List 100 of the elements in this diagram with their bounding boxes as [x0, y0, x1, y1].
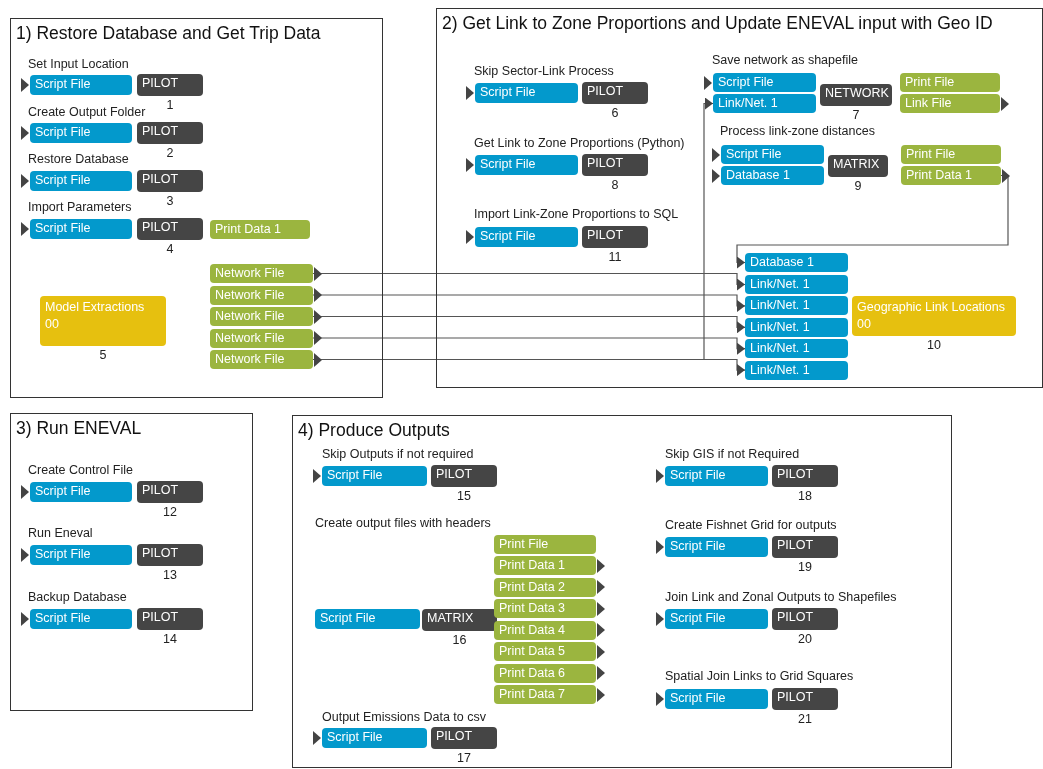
input-file-box: Script File — [713, 73, 816, 92]
data-box — [852, 296, 1016, 336]
step-number: 13 — [162, 568, 178, 582]
input-file-box: Link/Net. 1 — [745, 339, 848, 359]
input-file-box: Script File — [30, 609, 132, 629]
node-label: Print Data 1 — [499, 558, 566, 572]
output-file-box: Print Data 1 — [210, 220, 310, 239]
node-label: Print File — [905, 75, 955, 89]
output-file-box: Print File — [494, 535, 596, 554]
step-label: Run Eneval — [28, 526, 93, 540]
input-file-box: Script File — [665, 689, 768, 709]
input-file-box: Script File — [30, 219, 132, 239]
program-box: PILOT — [772, 688, 838, 710]
node-label: Script File — [718, 75, 774, 89]
step-label: Skip GIS if not Required — [665, 447, 800, 461]
step-label: Create Fishnet Grid for outputs — [665, 518, 837, 532]
output-file-box: Print Data 7 — [494, 685, 596, 704]
program-box: PILOT — [137, 122, 203, 144]
input-file-box: Script File — [721, 145, 824, 164]
input-file-box: Script File — [665, 609, 768, 629]
step-number: 3 — [165, 194, 175, 208]
output-file-box: Print Data 4 — [494, 620, 596, 640]
group-panel — [292, 415, 952, 768]
input-file-box: Link/Net. 1 — [745, 360, 848, 380]
step-number: 21 — [797, 712, 813, 726]
input-file-box: Script File — [30, 171, 132, 191]
step-label: Import Parameters — [28, 200, 132, 214]
group-panel — [10, 18, 383, 398]
node-label: Script File — [726, 147, 782, 161]
box-text: Geographic Link Locations — [857, 300, 1006, 315]
program-box: PILOT — [137, 481, 203, 503]
program-box: PILOT — [431, 465, 497, 487]
data-box — [40, 296, 166, 346]
node-label: Link/Net. 1 — [718, 96, 778, 110]
node-label: Print File — [499, 537, 549, 551]
output-file-box: Network File — [210, 285, 313, 305]
step-number: 16 — [451, 633, 468, 647]
box-text: Model Extractions — [45, 300, 146, 315]
input-file-box: Link/Net. 1 — [745, 317, 848, 337]
group-panel — [436, 8, 1043, 388]
node-label: Network File — [215, 352, 285, 366]
node-label: Network File — [215, 330, 285, 345]
program-box: PILOT — [582, 82, 648, 104]
node-label: Print Data 6 — [499, 665, 566, 680]
input-file-box: Script File — [475, 227, 578, 247]
panel-title: 3) Run ENEVAL — [16, 418, 142, 439]
program-box: MATRIX — [422, 609, 497, 631]
step-number: 4 — [165, 242, 175, 256]
node-label: Database 1 — [726, 168, 790, 182]
node-label: Print File — [906, 147, 956, 161]
program-box: PILOT — [582, 226, 648, 248]
step-label: Set Input Location — [28, 57, 129, 71]
node-label: Network File — [215, 309, 285, 323]
input-file-box: Link/Net. 1 — [745, 296, 848, 316]
node-label: Print Data 4 — [499, 622, 566, 637]
input-file-box: Database 1 — [745, 253, 848, 272]
node-label: Print Data 7 — [499, 687, 566, 701]
program-box: PILOT — [137, 544, 203, 566]
step-number: 12 — [162, 505, 178, 519]
step-label: Save network as shapefile — [712, 53, 858, 67]
step-label: Create Control File — [28, 463, 133, 477]
step-label: Import Link-Zone Proportions to SQL — [474, 207, 679, 221]
program-box: PILOT — [137, 608, 203, 630]
node-label: Link/Net. 1 — [750, 277, 810, 291]
step-label: Join Link and Zonal Outputs to Shapefiles — [665, 590, 897, 604]
input-file-box: Script File — [475, 83, 578, 103]
step-number: 8 — [610, 178, 620, 192]
program-box: PILOT — [772, 536, 838, 558]
input-file-box: Script File — [322, 728, 427, 748]
node-label: Link/Net. 1 — [750, 319, 810, 334]
step-number: 10 — [926, 338, 942, 352]
program-box: MATRIX — [828, 155, 888, 177]
step-number: 15 — [456, 489, 472, 503]
output-file-box: Print File — [900, 73, 1000, 92]
step-label: Skip Outputs if not required — [322, 447, 474, 461]
step-number: 18 — [797, 489, 813, 503]
step-number: 5 — [98, 348, 108, 362]
output-file-box: Print Data 1 — [901, 166, 1001, 185]
program-box: PILOT — [431, 727, 497, 749]
program-box: PILOT — [137, 218, 203, 240]
output-file-box: Network File — [210, 350, 313, 369]
input-file-box: Script File — [322, 466, 427, 486]
output-file-box: Print Data 2 — [494, 577, 596, 597]
output-file-box: Network File — [210, 307, 313, 326]
step-label: Restore Database — [28, 152, 129, 166]
program-box: PILOT — [772, 608, 838, 630]
node-label: Link/Net. 1 — [750, 341, 810, 356]
input-file-box: Script File — [30, 545, 132, 565]
panel-title: 4) Produce Outputs — [298, 420, 450, 441]
node-label: Link File — [905, 96, 952, 110]
input-file-box: Link/Net. 1 — [713, 94, 816, 113]
step-label: Skip Sector-Link Process — [474, 64, 614, 78]
panel-title: 1) Restore Database and Get Trip Data — [16, 23, 321, 44]
panel-title: 2) Get Link to Zone Proportions and Update ENEVAL input with Geo ID — [442, 13, 993, 34]
input-file-box: Script File — [30, 123, 132, 143]
program-box: NETWORK — [820, 84, 892, 106]
step-label: Process link-zone distances — [720, 124, 875, 138]
step-number: 7 — [851, 108, 861, 122]
input-file-box: Script File — [665, 537, 768, 557]
node-label: Print Data 5 — [499, 644, 566, 658]
